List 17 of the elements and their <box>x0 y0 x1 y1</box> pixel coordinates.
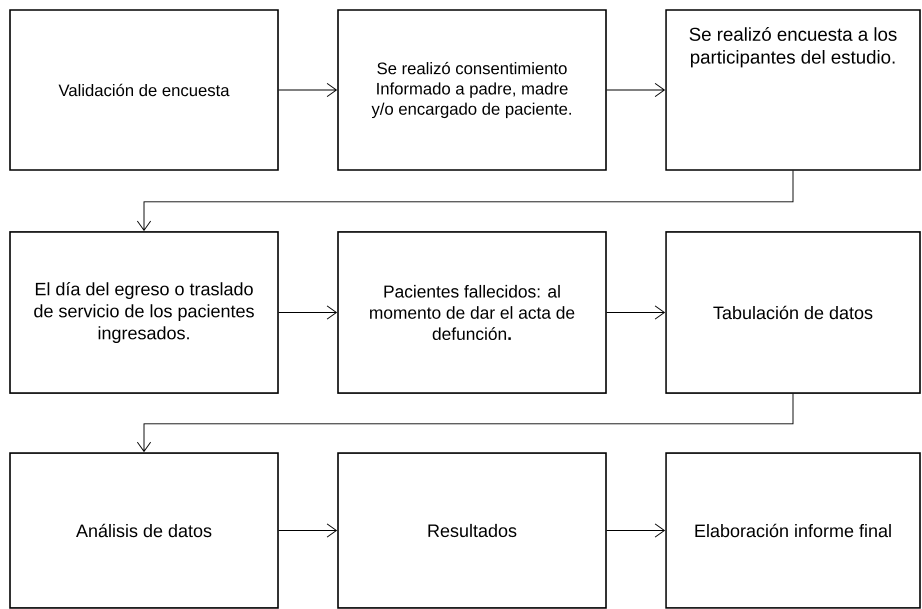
arrow <box>278 82 338 98</box>
arrow <box>606 305 666 320</box>
process-box: Se realizó encuesta a los participantes del estudio. <box>665 9 921 171</box>
arrow <box>606 82 666 98</box>
process-box: Pacientes fallecidos: al momento de dar el acta de defunción. <box>337 231 607 394</box>
arrow <box>136 170 794 232</box>
arrow <box>136 393 794 452</box>
process-box: El día del egreso o traslado de servicio de los pacientes ingresados. <box>9 231 279 394</box>
process-box: Resultados <box>337 452 607 609</box>
process-box: Elaboración informe final <box>665 452 921 609</box>
arrow <box>606 523 666 538</box>
process-box: Tabulación de datos <box>665 231 921 394</box>
process-box: Validación de encuesta <box>9 9 279 171</box>
arrow <box>278 305 338 320</box>
process-box: Análisis de datos <box>9 452 279 609</box>
arrow <box>278 523 338 538</box>
process-box: Se realizó consentimiento Informado a padre, madre y/o encargado de paciente. <box>337 9 607 171</box>
